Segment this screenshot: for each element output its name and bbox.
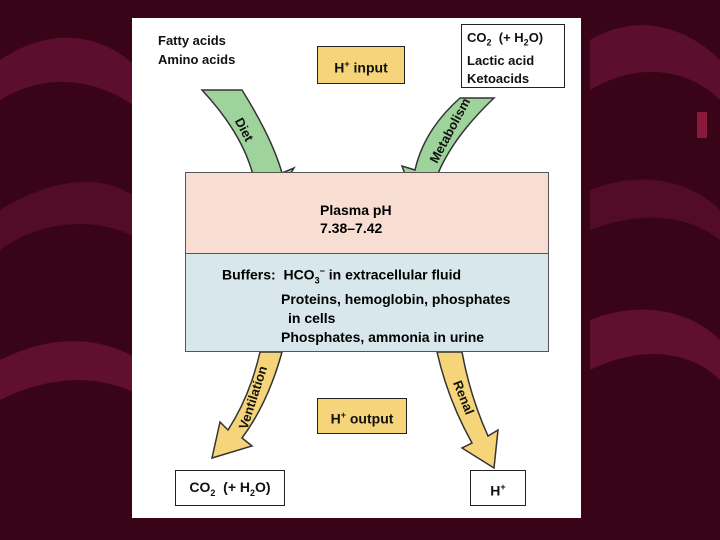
buffers-line-4: Phosphates, ammonia in urine [281, 329, 485, 346]
ketoacids-label: Ketoacids [467, 70, 530, 86]
plasma-ph-range: 7.38–7.42 [320, 220, 383, 236]
plasma-ph-box: Plasma pH 7.38–7.42 [185, 172, 549, 254]
co2-h2o-label: CO2 (+ H2O) [467, 30, 544, 48]
amino-acids-label: Amino acids [158, 52, 236, 67]
plasma-ph-title: Plasma pH [320, 202, 392, 218]
renal-arrow [436, 351, 499, 470]
diagram-panel: Fatty acids Amino acids CO2 (+ H2O) Lact… [132, 18, 581, 518]
buffers-box: Buffers: HCO3− in extracellular fluid Pr… [185, 254, 549, 352]
metabolism-sources-box: CO2 (+ H2O) Lactic acid Ketoacids [461, 24, 565, 88]
buffers-line-2: Proteins, hemoglobin, phosphates [281, 291, 511, 308]
ventilation-arrow [210, 351, 283, 460]
h-input-box: H+ input [317, 46, 405, 84]
buffers-line-3: in cells [288, 310, 336, 327]
buffers-line-1: Buffers: HCO3− in extracellular fluid [222, 266, 462, 286]
fatty-acids-label: Fatty acids [158, 33, 226, 48]
h-urine-box: H+ [470, 470, 526, 506]
co2-output-box: CO2 (+ H2O) [175, 470, 285, 506]
lactic-acid-label: Lactic acid [467, 52, 535, 68]
diet-sources-box: Fatty acids Amino acids [152, 26, 252, 74]
h-output-box: H+ output [317, 398, 407, 434]
